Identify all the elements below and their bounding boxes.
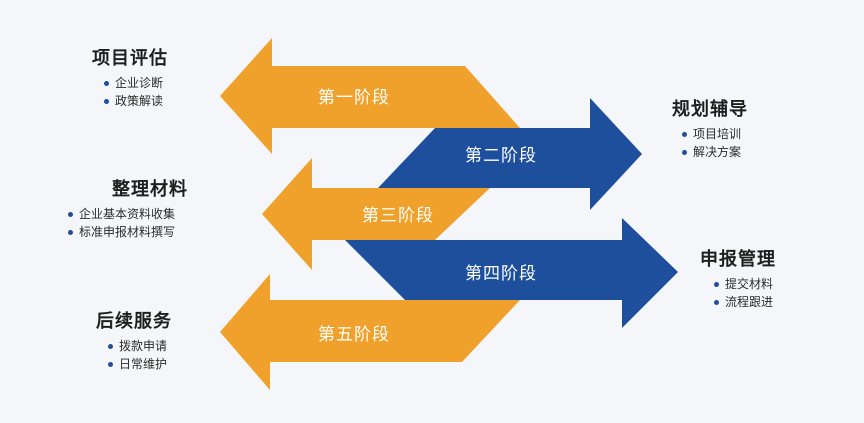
list-item: 拨款申请 <box>108 337 172 355</box>
stage-3-label: 第三阶段 <box>362 206 434 226</box>
list-item: 提交材料 <box>714 275 776 293</box>
block-title: 申报管理 <box>700 249 776 270</box>
block-planning-guidance: 规划辅导 项目培训 解决方案 <box>672 95 748 161</box>
stage-5-label: 第五阶段 <box>318 325 390 345</box>
list-item: 企业诊断 <box>104 74 168 92</box>
bullet-icon <box>104 80 109 86</box>
block-organize-materials: 整理材料 企业基本资料收集 标准申报材料撰写 <box>68 175 188 241</box>
block-items: 企业基本资料收集 标准申报材料撰写 <box>68 205 188 241</box>
bullet-icon <box>108 361 113 367</box>
block-title: 项目评估 <box>92 48 168 69</box>
stage-2-arrow <box>378 98 642 210</box>
bullet-icon <box>68 229 73 235</box>
block-items: 企业诊断 政策解读 <box>92 74 168 110</box>
stage-2-label: 第二阶段 <box>465 146 537 166</box>
bullet-icon <box>682 131 687 137</box>
list-item: 政策解读 <box>104 92 168 110</box>
block-items: 拨款申请 日常维护 <box>96 337 172 373</box>
bullet-icon <box>714 299 719 305</box>
bullet-icon <box>714 281 719 287</box>
bullet-icon <box>108 343 113 349</box>
stage-4-label: 第四阶段 <box>465 264 537 284</box>
list-item: 日常维护 <box>108 355 172 373</box>
list-item: 企业基本资料收集 <box>68 205 188 223</box>
list-item: 项目培训 <box>682 125 748 143</box>
block-title: 规划辅导 <box>672 99 748 120</box>
list-item: 流程跟进 <box>714 293 776 311</box>
stage-1-arrow <box>220 38 520 154</box>
block-items: 项目培训 解决方案 <box>672 125 748 161</box>
stage-4-arrow <box>345 218 678 328</box>
stage-5-arrow <box>220 274 520 390</box>
list-item: 标准申报材料撰写 <box>68 223 188 241</box>
bullet-icon <box>682 149 687 155</box>
list-item: 解决方案 <box>682 143 748 161</box>
block-project-evaluation: 项目评估 企业诊断 政策解读 <box>92 44 168 110</box>
block-items: 提交材料 流程跟进 <box>700 275 776 311</box>
block-follow-up-service: 后续服务 拨款申请 日常维护 <box>96 307 172 373</box>
block-application-management: 申报管理 提交材料 流程跟进 <box>700 245 776 311</box>
block-title: 后续服务 <box>96 311 172 332</box>
stage-1-label: 第一阶段 <box>318 88 390 108</box>
bullet-icon <box>68 211 73 217</box>
block-title: 整理材料 <box>112 179 188 200</box>
bullet-icon <box>104 98 109 104</box>
stage-3-arrow <box>262 158 490 270</box>
